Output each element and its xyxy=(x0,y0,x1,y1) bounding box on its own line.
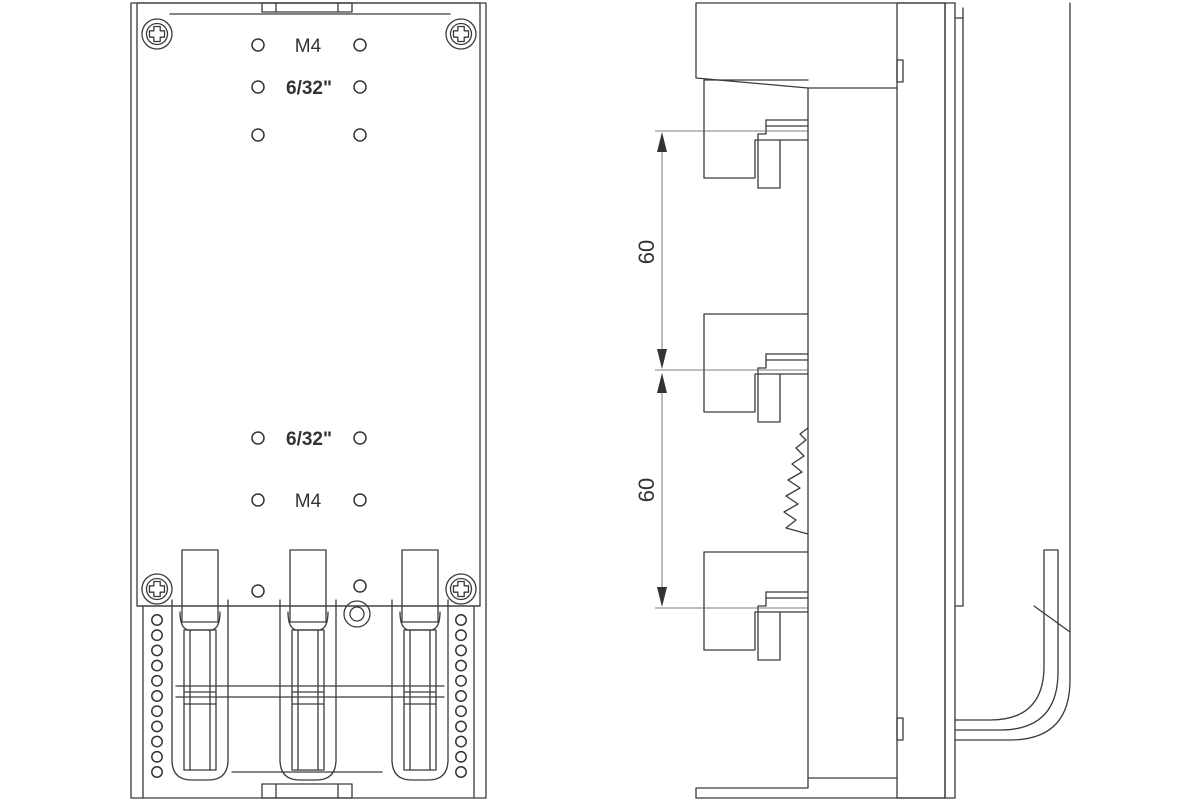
dimension-label-lower: 60 xyxy=(634,478,659,502)
clamp-profile xyxy=(703,79,809,189)
mounting-hole xyxy=(251,80,265,94)
center-nut-icon xyxy=(343,600,371,628)
side-tab xyxy=(896,59,904,83)
mounting-hole xyxy=(353,493,367,507)
clamp-profile xyxy=(703,551,809,661)
front-bottom-clip xyxy=(231,771,383,799)
cable-bend-innermost xyxy=(954,549,1059,721)
front-top-clip xyxy=(261,2,353,13)
mounting-hole xyxy=(251,493,265,507)
corner-screw-icon xyxy=(445,18,477,50)
mounting-hole xyxy=(353,38,367,52)
label-unc-top: 6/32" xyxy=(286,78,332,99)
side-view: 60 60 xyxy=(634,2,1071,799)
left-terminal-strip xyxy=(151,614,163,778)
dimension-label-upper: 60 xyxy=(634,240,659,264)
mounting-hole xyxy=(353,431,367,445)
cable-bend-outer xyxy=(954,619,1071,741)
busbar-clamp xyxy=(171,549,229,781)
mounting-hole xyxy=(251,38,265,52)
mounting-hole xyxy=(353,80,367,94)
mounting-hole xyxy=(353,579,367,593)
clamp-profile xyxy=(703,313,809,423)
dimension-upper: 60 xyxy=(634,130,808,371)
side-tab xyxy=(896,717,904,741)
cable-tip xyxy=(1033,605,1071,633)
label-m4-top: M4 xyxy=(295,36,322,57)
label-unc-bottom: 6/32" xyxy=(286,429,332,450)
corner-screw-icon xyxy=(141,18,173,50)
side-back-plate xyxy=(896,2,946,799)
corner-screw-icon xyxy=(141,573,173,605)
mounting-hole xyxy=(353,128,367,142)
serrated-contact xyxy=(783,427,809,535)
busbar-clamp xyxy=(279,549,337,781)
front-view: M4 6/32" 6/32" M4 xyxy=(130,2,487,799)
busbar-clamp xyxy=(391,549,449,781)
mounting-hole xyxy=(251,431,265,445)
corner-screw-icon xyxy=(445,573,477,605)
side-body-outline xyxy=(695,2,809,799)
right-terminal-strip xyxy=(455,614,467,778)
dimension-lower: 60 xyxy=(634,373,808,609)
mounting-hole xyxy=(251,584,265,598)
cable-bend-inner xyxy=(954,605,1059,731)
mounting-hole xyxy=(251,128,265,142)
label-m4-bottom: M4 xyxy=(295,491,322,512)
